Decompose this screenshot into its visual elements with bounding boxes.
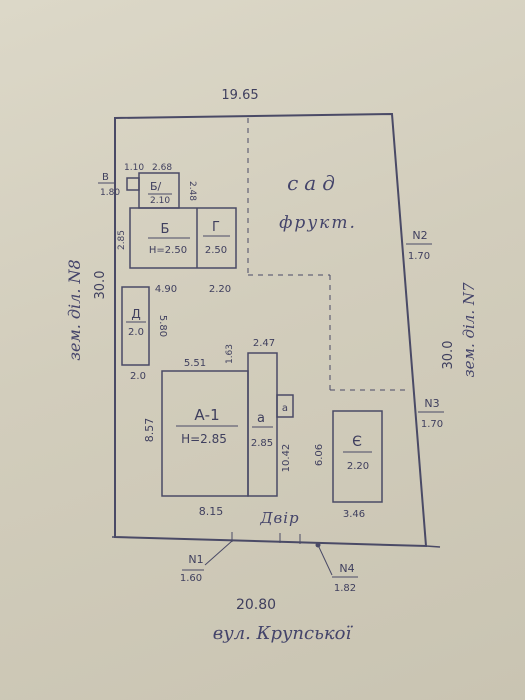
building-g-letter: Г bbox=[212, 220, 220, 235]
building-b1-letter: Б/ bbox=[150, 180, 162, 193]
building-a1-dim-side: 8.57 bbox=[143, 418, 156, 443]
building-b-height: Н=2.50 bbox=[149, 245, 187, 256]
building-b bbox=[129, 207, 237, 269]
building-b1-value: 2.10 bbox=[150, 196, 170, 206]
street-edge-right bbox=[425, 545, 441, 548]
yard-label: Двір bbox=[259, 509, 299, 527]
plot-right-side: 30.0 bbox=[441, 341, 456, 370]
building-d-dim-width: 2.0 bbox=[130, 371, 146, 382]
building-d bbox=[121, 286, 150, 366]
building-e-dim-bottom: 3.46 bbox=[343, 509, 365, 520]
building-b1-dim-top: 2.68 bbox=[152, 163, 172, 173]
building-v-dim-height: 1.80 bbox=[100, 188, 120, 198]
garden-outline bbox=[247, 118, 410, 391]
leader-n1 bbox=[204, 540, 233, 566]
building-a-dim-length: 10.42 bbox=[281, 444, 292, 473]
building-d-dim-height: 5.80 bbox=[157, 315, 168, 337]
building-a1-dim-bottom: 8.15 bbox=[199, 505, 224, 518]
building-a bbox=[247, 352, 278, 497]
building-b-dim-width: 4.90 bbox=[155, 284, 177, 295]
building-d-value: 2.0 bbox=[128, 327, 144, 338]
plot-left-side: 30.0 bbox=[93, 271, 108, 300]
building-a-letter: а bbox=[257, 411, 265, 426]
building-a-dim-top: 2.47 bbox=[253, 338, 275, 349]
building-a1-height: Н=2.85 bbox=[181, 432, 227, 446]
building-e-dim-side: 6.06 bbox=[314, 444, 325, 466]
corner-n3-label: N3 bbox=[424, 397, 439, 410]
building-v-letter: В bbox=[102, 172, 109, 183]
building-a1-letter: А-1 bbox=[194, 406, 219, 424]
street-name: вул. Крупської bbox=[213, 623, 354, 644]
garden-label-fruit: фрукт. bbox=[279, 213, 357, 233]
building-a-value: 2.85 bbox=[251, 438, 273, 449]
right-neighbor-label: зем. діл. N7 bbox=[460, 282, 478, 378]
building-b-dim-side: 2.85 bbox=[117, 230, 127, 250]
leader-n4 bbox=[317, 544, 333, 576]
corner-n2-value: 1.70 bbox=[408, 251, 430, 262]
plot-bottom-width: 20.80 bbox=[236, 597, 276, 613]
building-a-small bbox=[276, 394, 294, 418]
building-g-dim-width: 2.20 bbox=[209, 284, 231, 295]
building-b-letter: Б bbox=[161, 222, 170, 237]
corner-n4-label: N4 bbox=[339, 562, 354, 575]
corner-n1-label: N1 bbox=[188, 553, 203, 566]
corner-n2-label: N2 bbox=[412, 229, 427, 242]
building-a1-dim-top: 5.51 bbox=[184, 358, 206, 369]
building-b1-dim-side: 2.48 bbox=[187, 181, 197, 201]
building-a-dim-side: 1.63 bbox=[225, 344, 235, 364]
corner-n3-value: 1.70 bbox=[421, 419, 443, 430]
building-g-value: 2.50 bbox=[205, 245, 227, 256]
building-v-dim-width: 1.10 bbox=[124, 163, 144, 173]
building-v bbox=[126, 177, 140, 191]
building-e-letter: Є bbox=[352, 434, 362, 450]
corner-n1-value: 1.60 bbox=[180, 573, 202, 584]
building-a-small-letter: а bbox=[282, 403, 288, 414]
corner-n4-value: 1.82 bbox=[334, 583, 356, 594]
left-neighbor-label: зем. діл. N8 bbox=[65, 259, 84, 360]
plot-top-width: 19.65 bbox=[221, 88, 258, 103]
garden-label: сад bbox=[287, 171, 341, 195]
building-d-letter: Д bbox=[131, 307, 140, 321]
building-e bbox=[332, 410, 383, 503]
street-gate-marks bbox=[231, 532, 321, 548]
building-e-value: 2.20 bbox=[347, 461, 369, 472]
